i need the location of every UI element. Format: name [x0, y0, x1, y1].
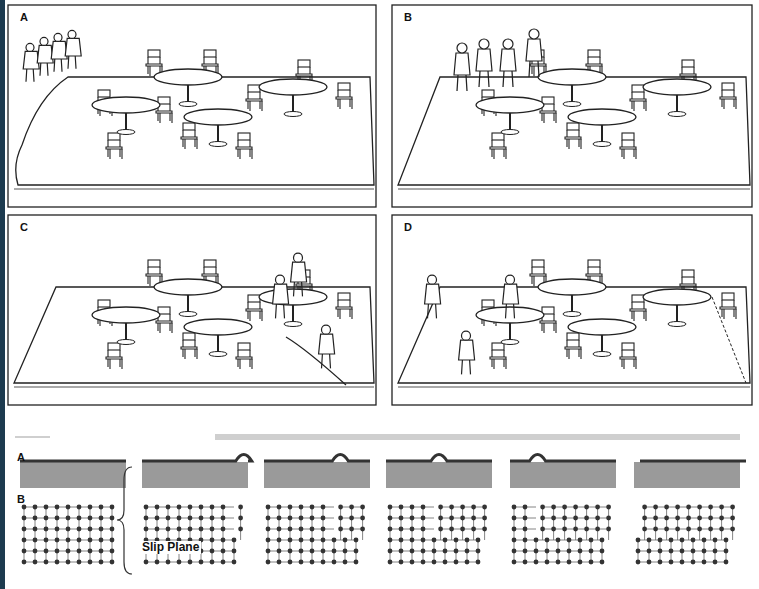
edge-strip: [0, 0, 5, 589]
panel-letter: A: [20, 11, 28, 23]
chair: [565, 333, 581, 359]
carpet-edge: [14, 387, 374, 388]
chair: [106, 133, 122, 159]
table: [92, 307, 160, 345]
panel: [8, 215, 376, 405]
table: [259, 79, 327, 117]
worker: [459, 331, 475, 374]
table: [538, 279, 606, 317]
chair: [620, 133, 636, 159]
panel: [392, 215, 752, 405]
chair: [181, 123, 197, 149]
crystal-lattice: [636, 505, 735, 565]
carpet-edge: [398, 189, 750, 190]
worker: [273, 275, 289, 318]
chair: [236, 133, 252, 159]
divider-bar: [15, 436, 50, 438]
table: [154, 279, 222, 317]
worker: [500, 39, 516, 87]
table: [184, 319, 252, 357]
table: [643, 79, 711, 117]
worker: [37, 37, 53, 75]
crystal-lattice: [144, 505, 243, 565]
carpet-frame: [264, 455, 370, 489]
panel-letter: A: [17, 451, 25, 463]
carpet: [398, 287, 750, 383]
carpet-edge: [398, 387, 750, 388]
chair: [565, 123, 581, 149]
worker: [476, 39, 492, 87]
chair: [620, 343, 636, 369]
chair: [106, 343, 122, 369]
panel-letter: B: [17, 493, 25, 505]
worker: [291, 253, 307, 296]
bracket: [117, 467, 132, 574]
chair: [336, 293, 352, 319]
chair: [490, 343, 506, 369]
carpet-frame: [386, 455, 492, 489]
table: [568, 109, 636, 147]
divider-bar: [215, 434, 740, 440]
worker: [319, 325, 335, 368]
table: [643, 289, 711, 327]
carpet-frame: [142, 455, 252, 489]
table: [476, 307, 544, 345]
table: [154, 69, 222, 107]
plane-label: Slip Plane: [140, 541, 201, 554]
carpet: [398, 77, 750, 185]
chair: [336, 83, 352, 109]
carpet-frame: [510, 455, 616, 489]
chair: [490, 133, 506, 159]
crystal-lattice: [22, 505, 115, 565]
carpet-frame: [634, 461, 746, 488]
table: [476, 97, 544, 135]
chair: [720, 293, 736, 319]
chair: [540, 97, 556, 123]
chair: [720, 83, 736, 109]
panel: [8, 5, 376, 207]
crystal-lattice: [512, 505, 611, 565]
crystal-lattice: [266, 505, 365, 565]
table: [259, 289, 327, 327]
worker: [526, 29, 542, 77]
carpet-edge: [14, 189, 374, 190]
carpet-frame: [20, 461, 126, 488]
wrinkle: [286, 337, 346, 385]
chair: [156, 307, 172, 333]
worker: [51, 33, 67, 71]
carpet: [14, 287, 374, 383]
panel-letter: D: [404, 221, 412, 233]
chair: [236, 343, 252, 369]
chair: [181, 333, 197, 359]
shift-line: [712, 297, 746, 383]
table: [184, 109, 252, 147]
panel-letter: C: [20, 221, 28, 233]
panel-letter: B: [404, 11, 412, 23]
chair: [540, 307, 556, 333]
table: [568, 319, 636, 357]
worker: [65, 30, 81, 68]
worker: [454, 43, 470, 91]
worker: [503, 275, 519, 318]
worker: [425, 275, 441, 318]
table: [538, 69, 606, 107]
panel: [392, 5, 752, 207]
chair: [156, 97, 172, 123]
crystal-lattice: [388, 505, 487, 565]
table: [92, 97, 160, 135]
carpet: [16, 77, 374, 185]
